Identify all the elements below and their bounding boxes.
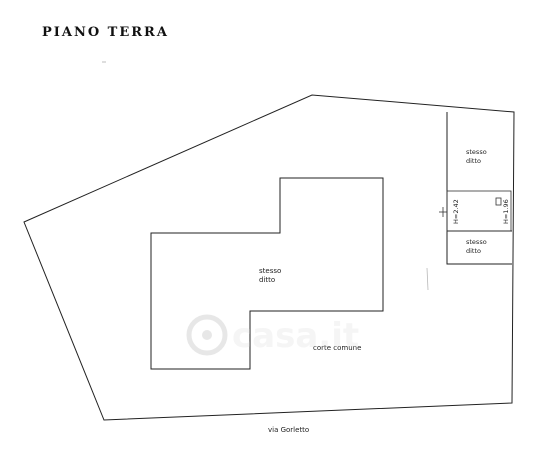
lot-boundary [23, 94, 515, 421]
upper-room-label-2: ditto [466, 157, 481, 165]
street-label: via Gorletto [268, 426, 309, 434]
upper-room-label-1: stesso [466, 148, 487, 156]
watermark-text: casa.it [232, 316, 359, 356]
annex-outline [446, 112, 512, 265]
plan-title: PIANO TERRA [42, 25, 169, 40]
fixture-mark [495, 197, 502, 206]
lower-room-label-1: stesso [466, 238, 487, 246]
courtyard-label: corte comune [313, 344, 361, 352]
faint-mark [426, 267, 429, 291]
height-label-right: H=1.96 [502, 199, 510, 224]
watermark-icon [186, 314, 228, 356]
watermark-logo: casa.it [186, 314, 359, 356]
watermark-icon-dot [202, 330, 212, 340]
small-room [446, 190, 512, 232]
lower-room-label-2: ditto [466, 247, 481, 255]
main-building-outline [150, 177, 384, 370]
height-label-left: H=2.42 [452, 199, 460, 224]
building-label-2: ditto [259, 276, 275, 284]
building-label-1: stesso [259, 267, 281, 275]
